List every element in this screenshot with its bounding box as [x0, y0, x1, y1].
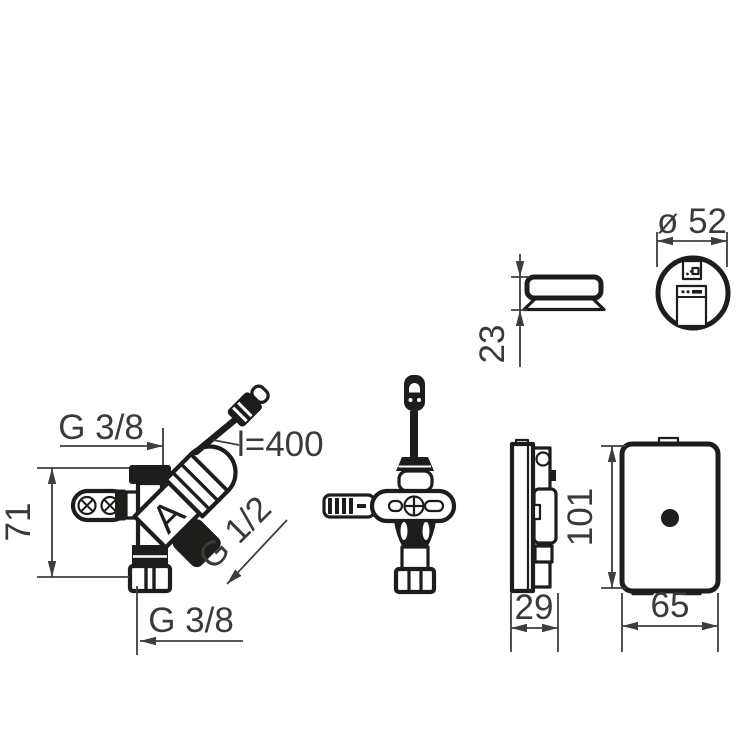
box-clip-bottom	[533, 544, 554, 564]
cable-plug-front	[404, 375, 425, 411]
bracket-nut	[115, 489, 126, 521]
cover-plate-front-view	[655, 255, 731, 331]
valve-front-view	[322, 375, 457, 595]
box-side-slab	[509, 441, 536, 594]
sensor-window-icon	[681, 259, 703, 281]
valve-side-view: A	[70, 384, 270, 594]
dimension-label-box-width: 65	[651, 586, 690, 625]
valve-lower-cylinder	[400, 545, 430, 572]
dimension-cable-length: l=400	[212, 425, 324, 464]
dimension-cover-depth: 23	[473, 254, 529, 367]
cover-cap	[524, 274, 604, 301]
bracket-slot-left	[387, 499, 404, 513]
dimension-mount-height: 71	[0, 467, 129, 578]
dimension-label-box-height: 101	[561, 488, 600, 546]
hose-barb	[322, 493, 376, 519]
sensor-cable	[192, 415, 240, 456]
box-clip-tick	[551, 470, 556, 481]
bottom-nut-front	[393, 566, 437, 595]
dimension-label-top-connection: G 3/8	[58, 408, 144, 447]
cable-plug	[227, 384, 270, 427]
top-inlet-nut	[129, 465, 171, 484]
control-box-side-view	[509, 438, 558, 594]
dimension-box-height: 101	[561, 445, 626, 589]
dimension-label-bottom-connection: G 3/8	[148, 601, 234, 640]
dimension-box-width: 65	[621, 586, 719, 652]
dimension-label-box-depth: 29	[515, 588, 554, 627]
sensor-cable-front	[410, 411, 418, 459]
cable-gland-cone	[396, 457, 434, 471]
control-box-front-view	[619, 436, 721, 596]
dimension-label-cover-diameter: ø 52	[657, 202, 727, 241]
dimension-bottom-connection: G 3/8	[136, 586, 243, 655]
dimension-top-connection: G 3/8	[58, 408, 164, 465]
valve-body-shoulders	[394, 521, 436, 548]
screw-cross-icon	[77, 495, 97, 516]
box-clip-top	[535, 451, 551, 467]
outlet-cap	[172, 519, 221, 568]
dimension-label-mount-height: 71	[0, 503, 38, 542]
valve-actuator-assembly: A	[132, 444, 238, 568]
cover-plate-side-view	[522, 274, 606, 312]
dimension-label-cover-depth: 23	[473, 325, 512, 364]
indicator-dot-icon	[661, 509, 679, 527]
dimension-box-depth: 29	[510, 588, 559, 652]
control-module-icon	[675, 284, 708, 328]
dimension-cover-diameter: ø 52	[656, 202, 728, 267]
screw-cross-icon	[403, 495, 425, 517]
bracket-slot-right	[423, 499, 445, 513]
actuator-top-front	[397, 469, 434, 493]
dimension-label-cable-length: l=400	[237, 425, 324, 464]
bottom-inlet-nut	[127, 563, 173, 594]
